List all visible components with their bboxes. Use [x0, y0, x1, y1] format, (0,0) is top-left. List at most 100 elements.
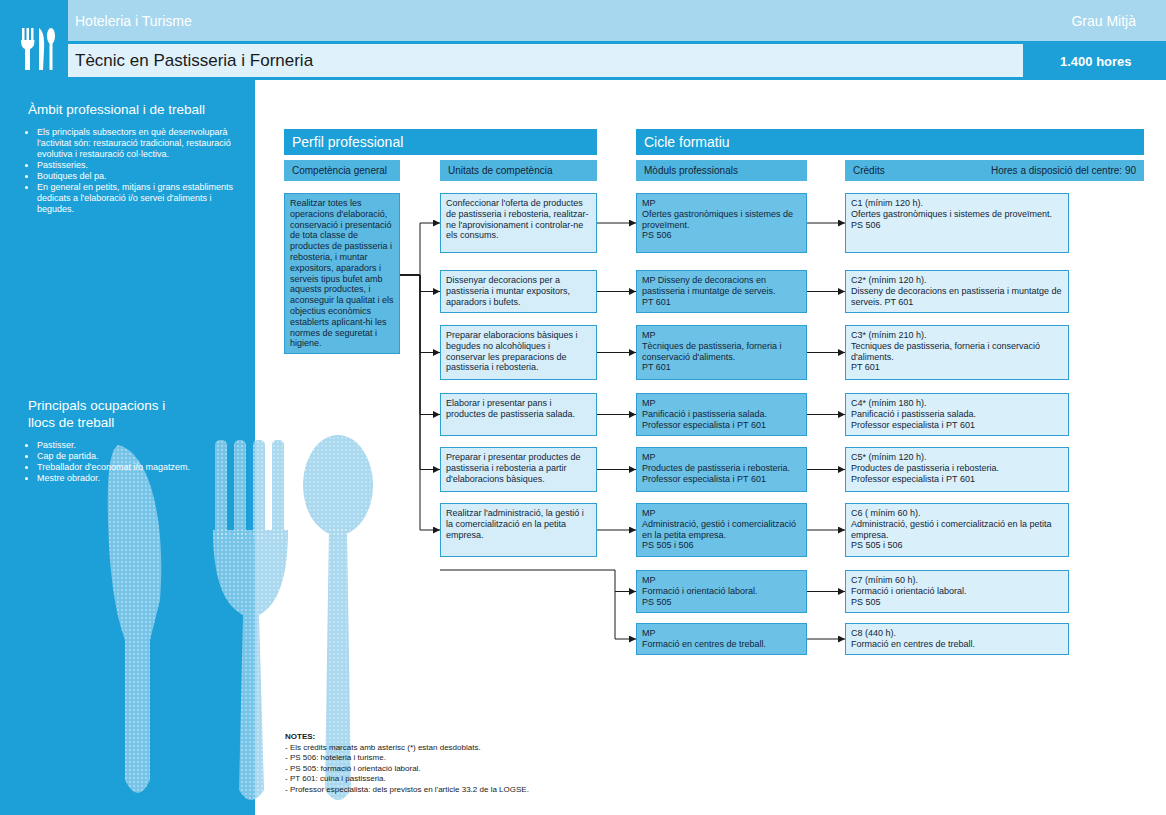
box-text: MP Disseny de decoracions en pastisseria… [642, 275, 801, 297]
box-text: Professor especialista i PT 601 [642, 420, 801, 431]
box-text: Realitzar l'administració, la gestió i l… [446, 508, 591, 540]
icon-ground [0, 0, 68, 80]
branch-arrow [615, 639, 636, 640]
column-header: Unitats de competència [440, 160, 597, 181]
connector-arrow [597, 414, 636, 415]
box-text: Panificació i pastisseria salada. [642, 409, 801, 420]
page-title: Tècnic en Pastisseria i Forneria [68, 44, 1023, 77]
box-text: MP [642, 575, 801, 586]
box-text: C8 (440 h). [851, 628, 1063, 639]
notes: NOTES:- Els crèdits marcats amb asterisc… [285, 732, 685, 795]
connector-arrow [597, 291, 636, 292]
box-text: Preparar i presentar productes de pastis… [446, 452, 591, 484]
connector-arrow [597, 223, 636, 224]
competence-box: Realitzar totes les operacions d'elabora… [284, 193, 400, 354]
bullet-list: Els principals subsectors en què desenvo… [28, 127, 243, 215]
box-text: Unitats de competència [448, 160, 553, 181]
box-text: Formació i orientació laboral. [642, 586, 801, 597]
box-text: Formació en centres de treball. [642, 639, 801, 650]
module-box: MPFormació en centres de treball. [636, 623, 807, 655]
module-box: MPPanificació i pastisseria salada.Profe… [636, 393, 807, 436]
hours-total: 1.400 hores [1060, 54, 1132, 69]
section-bar: Perfil professional [284, 129, 597, 155]
credit-box: C4* (mínim 180 h).Panificació i pastisse… [845, 393, 1069, 436]
unit-box: Realitzar l'administració, la gestió i l… [440, 503, 597, 557]
box-text: Professor especialista i PT 601 [851, 420, 1063, 431]
connector-arrow [597, 469, 636, 470]
connector-arrow [597, 530, 636, 531]
box-text: Cicle formatiu [644, 134, 730, 150]
cutlery-icon [21, 28, 55, 70]
credit-box: C8 (440 h).Formació en centres de trebal… [845, 623, 1069, 655]
box-text: Grau Mitjà [1071, 13, 1136, 29]
connector-arrow [400, 223, 440, 275]
credit-box: C1 (mínim 120 h).Ofertes gastronòmiques … [845, 193, 1069, 253]
box-text: Panificació i pastisseria salada. [851, 409, 1063, 420]
text-group: Principals ocupacions i llocs de treball… [28, 398, 243, 484]
box-text: MP [642, 452, 801, 463]
box-text: PS 506 [851, 220, 1063, 231]
credit-box: C7 (mínim 60 h).Formació i orientació la… [845, 570, 1069, 613]
credit-box: C2* (mínim 120 h).Disseny de decoracions… [845, 270, 1069, 313]
box-text: Preparar elaboracions bàsiques i begudes… [446, 330, 591, 373]
box-text: Professor especialista i PT 601 [642, 474, 801, 485]
box-text: Hores a disposició del centre: 90 [991, 160, 1136, 181]
cutlery-illustration [108, 435, 255, 800]
box-text: Professor especialista i PT 601 [851, 474, 1063, 485]
box-text: PS 506 [642, 230, 801, 241]
box-text: Ofertes gastronòmiques i sistemes de pro… [642, 209, 801, 231]
box-text: Tècniques de pastisseria, forneria i con… [642, 341, 801, 363]
box-text: Confeccionar l'oferta de productes de pa… [446, 198, 591, 241]
module-box: MP Disseny de decoracions en pastisseria… [636, 270, 807, 313]
module-box: MPOfertes gastronòmiques i sistemes de p… [636, 193, 807, 253]
box-text: PS 505 [642, 597, 801, 608]
connector-arrow [807, 469, 845, 470]
box-text: PS 505 i 506 [851, 540, 1063, 551]
box-text: MP [642, 330, 801, 341]
side-panel: Àmbit professional i de treballEls princ… [0, 80, 255, 815]
bullet-item: Pastisser. [37, 440, 243, 451]
unit-box: Dissenyar decoracions per a pastisseria … [440, 270, 597, 313]
box-text: Crèdits [853, 160, 885, 181]
module-box: MPAdministració, gestió i comercialitzac… [636, 503, 807, 557]
connector-arrow [807, 591, 845, 592]
box-text: Mòduls professionals [644, 160, 738, 181]
box-text: Realitzar totes les operacions d'elabora… [290, 198, 394, 349]
title-band: Tècnic en Pastisseria i Forneria 1.400 ho… [68, 41, 1166, 80]
text-group: Àmbit professional i de treballEls princ… [28, 102, 243, 215]
module-box: MPFormació i orientació laboral.PS 505 [636, 570, 807, 613]
column-header: Mòduls professionals [636, 160, 807, 181]
connector-arrow [807, 223, 845, 224]
box-text: MP [642, 398, 801, 409]
bullet-item: En general en petits, mitjans i grans es… [37, 182, 243, 215]
box-text: Administració, gestió i comercialització… [642, 519, 801, 541]
connector-arrow [807, 352, 845, 353]
connector-arrow [807, 639, 845, 640]
bullet-item: Mestre obrador. [37, 473, 243, 484]
header-band: Hoteleria i TurismeGrau Mitjà [68, 0, 1166, 41]
box-text: PS 505 i 506 [642, 540, 801, 551]
bullet-item: Pastisseries. [37, 160, 243, 171]
box-text: MP [642, 508, 801, 519]
module-box: MPTècniques de pastisseria, forneria i c… [636, 325, 807, 380]
box-text: C3* (mínim 210 h). [851, 330, 1063, 341]
bullet-list: Pastisser.Cap de partida.Treballador d'e… [28, 440, 243, 484]
box-text: Productes de pastisseria i rebosteria. [851, 463, 1063, 474]
box-text: Formació en centres de treball. [851, 639, 1063, 650]
bullet-item: Treballador d'economat i/o magatzem. [37, 462, 243, 473]
box-text: PT 601 [851, 362, 1063, 373]
box-text: Disseny de decoracions en pastisseria i … [851, 286, 1063, 308]
box-text: PS 505 [851, 597, 1063, 608]
unit-box: Elaborar i presentar pans i productes de… [440, 393, 597, 436]
box-text: Ofertes gastronòmiques i sistemes de pro… [851, 209, 1063, 220]
credit-box: C6 ( mínim 60 h).Administració, gestió i… [845, 503, 1069, 557]
box-text: Formació i orientació laboral. [851, 586, 1063, 597]
box-text: Perfil professional [292, 134, 403, 150]
column-header: Competència general [284, 160, 400, 181]
box-text: C5* (mínim 120 h). [851, 452, 1063, 463]
box-text: C6 ( mínim 60 h). [851, 508, 1063, 519]
connector-arrow [807, 530, 845, 531]
note-line: - PS 505: formació i orientació laboral. [285, 764, 685, 775]
branch-line [440, 570, 615, 639]
